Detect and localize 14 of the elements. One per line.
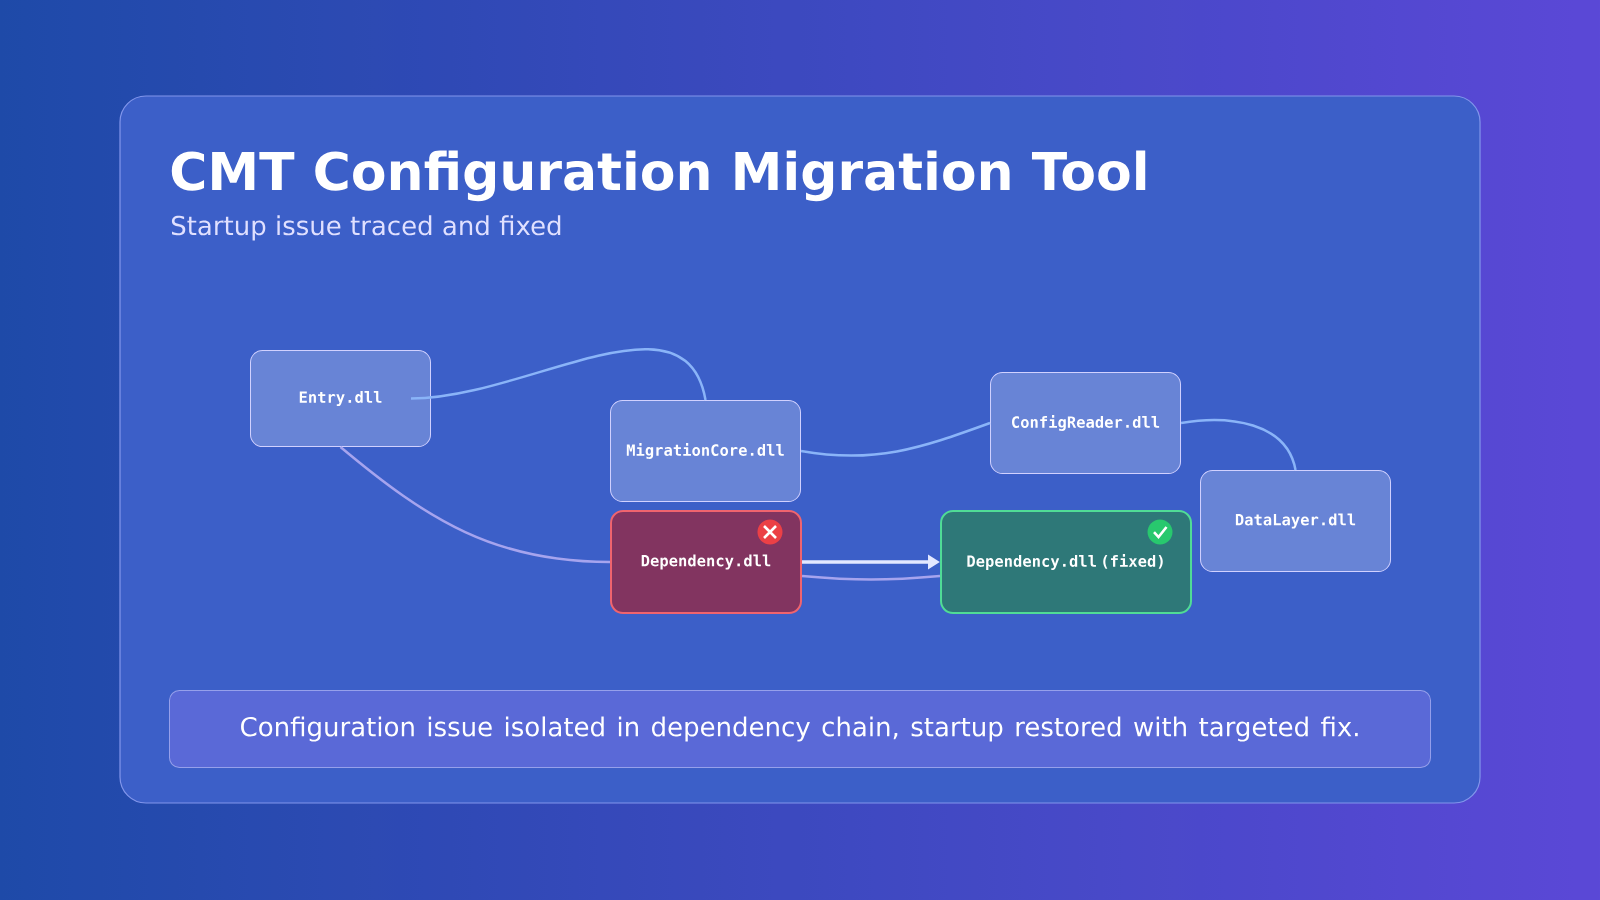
module-box: Entry.dll xyxy=(250,350,431,447)
summary-banner: Configuration issue isolated in dependency chain, startup restored with targeted fix. xyxy=(169,690,1431,768)
fixed-box: Dependency.dll (fixed) xyxy=(940,510,1192,614)
subtitle: Startup issue traced and fixed xyxy=(171,215,561,241)
title: CMT Configuration Migration Tool xyxy=(171,150,1146,202)
module-box: MigrationCore.dll xyxy=(610,400,801,502)
connector-curve xyxy=(410,347,707,401)
connector-curve xyxy=(1180,418,1297,471)
connector-curve xyxy=(801,574,941,581)
module-box: DataLayer.dll xyxy=(1200,470,1391,572)
module-box: ConfigReader.dll xyxy=(990,372,1181,474)
connector-curve xyxy=(800,421,991,457)
connector-curve xyxy=(339,446,611,564)
error-box: Dependency.dll xyxy=(610,510,802,614)
